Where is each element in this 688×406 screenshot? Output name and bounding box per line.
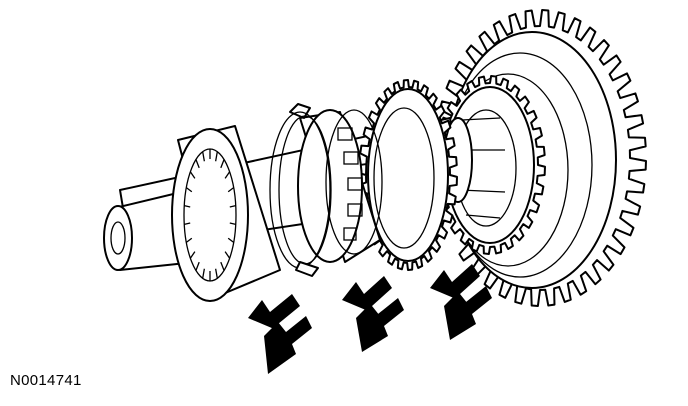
figure-reference-id: N0014741 (10, 372, 82, 389)
synchronizer-sleeve (171, 125, 281, 302)
retaining-ring (269, 103, 332, 277)
indicator-arrows (248, 264, 492, 374)
arrow-blocker-ring (430, 264, 492, 340)
arrow-sleeve (248, 294, 312, 374)
arrow-hub (342, 276, 404, 352)
synchronizer-blocker-ring (358, 79, 458, 271)
